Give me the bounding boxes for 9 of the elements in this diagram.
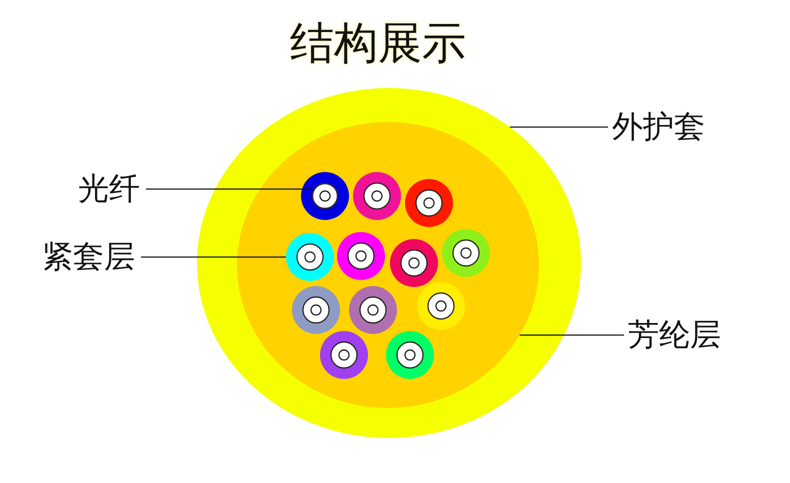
part-label: 芳纶层	[628, 318, 721, 352]
leader-line	[146, 188, 314, 190]
leader-line	[141, 256, 286, 258]
leader-line	[510, 126, 608, 128]
leader-line	[520, 334, 624, 336]
title: 结构展示	[290, 18, 466, 69]
part-label: 紧套层	[42, 240, 135, 274]
part-label: 外护套	[612, 110, 705, 144]
part-label: 光纤	[78, 172, 140, 206]
